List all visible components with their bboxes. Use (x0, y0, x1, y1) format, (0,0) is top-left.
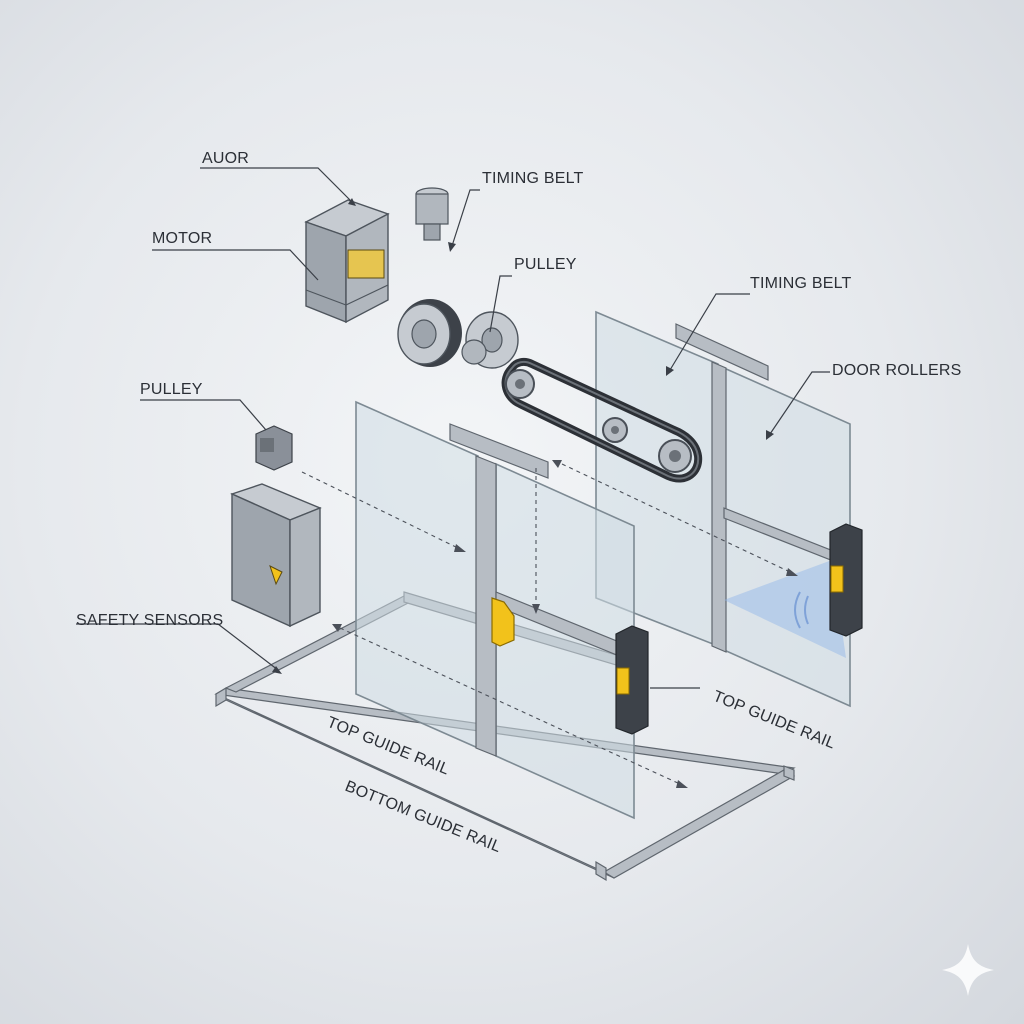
label-pulley-left: PULLEY (140, 381, 203, 398)
label-timing-belt-top: TIMING BELT (482, 170, 583, 187)
motion-arrows (301, 460, 798, 788)
leader-lines (76, 167, 830, 689)
motor-unit (304, 199, 390, 324)
sparkle-icon (942, 944, 994, 996)
coupling (415, 187, 449, 241)
label-motor: MOTOR (152, 230, 212, 247)
label-pulley-top: PULLEY (514, 256, 577, 273)
label-door-rollers: DOOR ROLLERS (832, 362, 962, 379)
safety-sensor-front (615, 625, 649, 735)
drive-pulleys (397, 299, 519, 369)
timing-belt (501, 357, 703, 483)
yellow-roller-bracket (491, 597, 515, 647)
small-pulley-bracket (255, 425, 293, 471)
label-safety-sensors: SAFETY SENSORS (76, 612, 223, 629)
glass-door-panel-front (355, 400, 635, 820)
label-auor: AUOR (202, 150, 249, 167)
label-timing-belt-right: TIMING BELT (750, 275, 851, 292)
safety-sensor-back (829, 523, 863, 637)
control-box (230, 483, 322, 628)
label-top-guide-rail-right: TOP GUIDE RAIL (711, 688, 838, 753)
